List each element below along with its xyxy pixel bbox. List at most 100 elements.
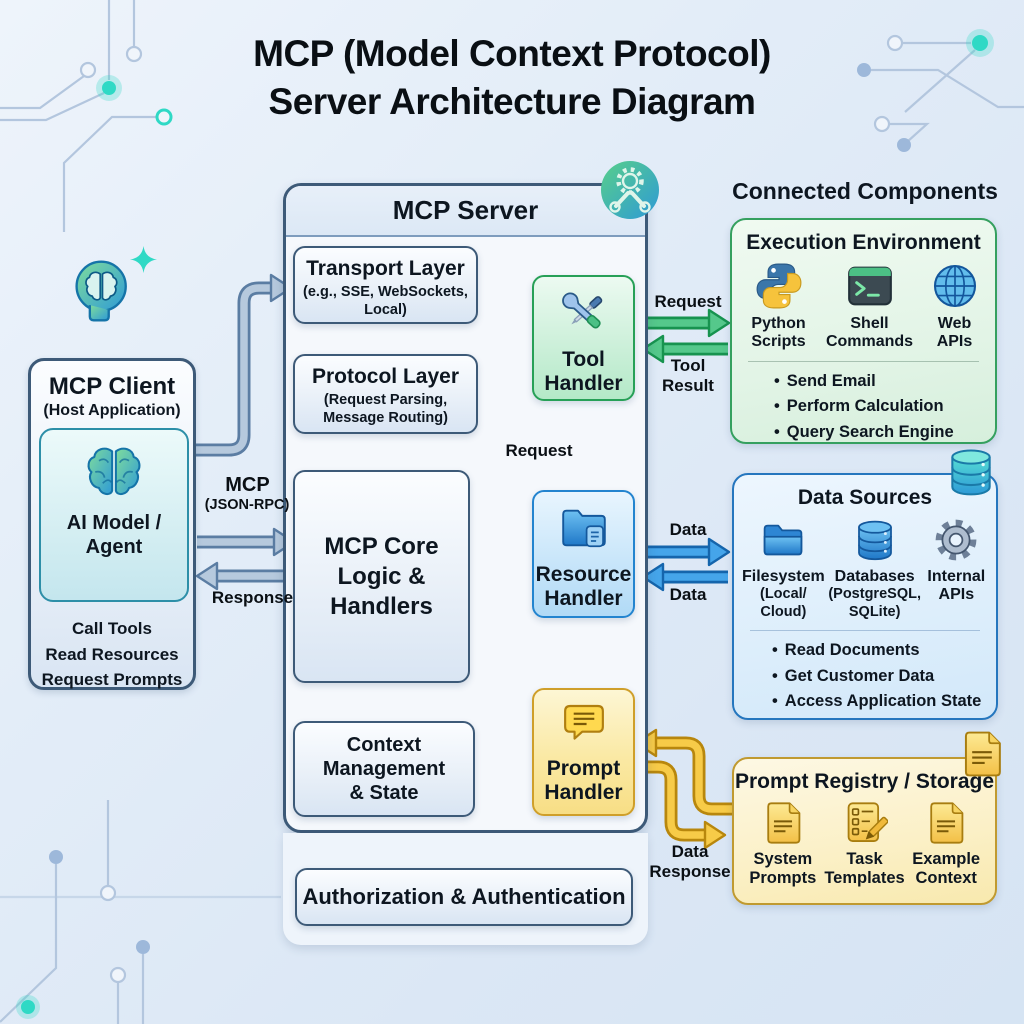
bullet-item: •Send Email <box>774 371 876 390</box>
arrow-tool-request <box>637 308 731 338</box>
arrow-client-to-transport <box>196 273 293 457</box>
datasource-item-filesystem: Filesystem (Local/ Cloud) <box>742 516 825 621</box>
data-in-label: Data <box>669 585 707 604</box>
tool-result-label: Tool Result <box>662 356 714 396</box>
jsonrpc-link-label: (JSON-RPC) <box>204 497 290 513</box>
python-icon <box>756 263 801 309</box>
bullet-item: •Query Search Engine <box>774 422 954 441</box>
gear-icon <box>931 516 981 564</box>
resource-handler-label: Resource Handler <box>535 563 632 611</box>
core-handler-request-label: Request <box>505 441 573 460</box>
arrow-response <box>195 561 293 591</box>
task-checklist-icon <box>847 802 888 843</box>
page-title-line1: MCP (Model Context Protocol) <box>253 33 771 74</box>
data-sources-bullets: •Read Documents •Get Customer Data •Acce… <box>772 638 996 715</box>
registry-item-example-context: Example Context <box>905 800 987 888</box>
transport-title: Transport Layer <box>306 257 465 280</box>
exec-item-shell: Shell Commands <box>825 261 915 352</box>
datasource-item-sub: (PostgreSQL, SQLite) <box>828 586 921 620</box>
bullet-item: •Get Customer Data <box>772 666 935 685</box>
data-sources-title: Data Sources <box>797 486 933 509</box>
registry-item-label: Task Templates <box>824 850 905 887</box>
document-icon <box>964 731 1001 777</box>
terminal-icon <box>847 266 892 306</box>
client-capabilities: Call Tools Read Resources Request Prompt… <box>30 616 194 693</box>
chat-bubble-icon <box>563 704 604 740</box>
prompt-handler-box: Prompt Handler <box>532 688 635 816</box>
server-title: MCP Server <box>286 186 645 237</box>
client-title: MCP Client <box>48 373 176 400</box>
datasource-item-label: Databases <box>834 568 915 585</box>
database-stack-icon <box>951 449 991 496</box>
data-response-label: Data Response <box>649 842 731 882</box>
datasource-item-label: Internal APIs <box>927 568 986 604</box>
bullet-item: •Perform Calculation <box>774 397 944 416</box>
document-icon <box>930 802 964 844</box>
bullet-item: •Access Application State <box>772 692 982 711</box>
auth-box: Authorization & Authentication <box>295 868 633 926</box>
core-title: MCP Core Logic & Handlers <box>324 532 439 620</box>
arrow-registry-to-prompt <box>634 728 732 816</box>
brain-icon <box>87 447 141 496</box>
client-subtitle: (Host Application) <box>43 402 181 420</box>
document-icon <box>767 802 801 844</box>
datasource-item-databases: Databases (PostgreSQL, SQLite) <box>825 516 925 621</box>
capability: Call Tools <box>72 619 152 638</box>
capability: Read Resources <box>45 644 179 664</box>
arrow-data-out <box>637 537 731 567</box>
execution-environment-box: Execution Environment Python Scripts She… <box>730 218 997 444</box>
registry-item-label: System Prompts <box>749 850 817 887</box>
prompt-registry-box: Prompt Registry / Storage System Prompts… <box>732 757 997 905</box>
folder-resource-icon <box>561 509 606 548</box>
transport-subtitle: (e.g., SSE, WebSockets, Local) <box>303 284 468 319</box>
data-out-label: Data <box>669 520 707 539</box>
database-icon <box>857 520 892 561</box>
tool-handler-label: Tool Handler <box>544 348 623 396</box>
data-sources-box: Data Sources Filesystem (Local/ Cloud) D… <box>732 473 998 720</box>
mcp-link-label: MCP <box>225 474 270 496</box>
tool-request-label: Request <box>654 292 722 311</box>
exec-item-label: Shell Commands <box>825 315 914 351</box>
context-title: Context Management & State <box>322 734 446 804</box>
protocol-title: Protocol Layer <box>311 365 460 388</box>
page-title: MCP (Model Context Protocol) Server Arch… <box>0 30 1024 126</box>
capability: Request Prompts <box>41 670 183 689</box>
resource-handler-box: Resource Handler <box>532 490 635 618</box>
sparkle-icon <box>130 246 157 273</box>
response-link-label: Response <box>211 588 294 607</box>
arrow-prompt-to-registry <box>635 760 727 850</box>
crossed-tools-icon <box>558 289 604 333</box>
execution-environment-title: Execution Environment <box>746 231 981 254</box>
folder-icon <box>764 524 803 556</box>
tool-handler-box: Tool Handler <box>532 275 635 401</box>
exec-item-label: Web APIs <box>936 315 973 351</box>
auth-title: Authorization & Authentication <box>302 884 626 909</box>
globe-icon <box>933 264 976 308</box>
exec-item-python: Python Scripts <box>748 261 810 352</box>
agent-label: AI Model / Agent <box>66 512 162 558</box>
ai-agent-card: AI Model / Agent <box>39 428 189 602</box>
execution-bullets: •Send Email •Perform Calculation •Query … <box>774 369 995 446</box>
exec-item-label: Python Scripts <box>751 315 806 351</box>
registry-item-task-templates: Task Templates <box>824 800 906 888</box>
head-brain-icon <box>75 260 128 322</box>
exec-item-webapis: Web APIs <box>930 261 980 352</box>
protocol-subtitle: (Request Parsing, Message Routing) <box>323 392 448 427</box>
tools-gear-badge-icon <box>600 160 660 220</box>
registry-item-label: Example Context <box>912 850 981 887</box>
datasource-item-internal-apis: Internal APIs <box>925 516 988 605</box>
divider <box>748 360 979 362</box>
registry-item-system-prompts: System Prompts <box>742 800 824 888</box>
core-logic-box: MCP Core Logic & Handlers <box>293 470 470 683</box>
divider <box>750 630 980 632</box>
protocol-layer-box: Protocol Layer (Request Parsing, Message… <box>293 354 478 434</box>
arrow-mcp-request <box>197 527 296 557</box>
prompt-handler-label: Prompt Handler <box>544 757 623 805</box>
bullet-item: •Read Documents <box>772 641 920 660</box>
datasource-item-label: Filesystem <box>742 568 825 585</box>
context-management-box: Context Management & State <box>293 721 475 817</box>
datasource-item-sub: (Local/ Cloud) <box>759 586 807 620</box>
prompt-registry-title: Prompt Registry / Storage <box>734 770 995 793</box>
page-title-line2: Server Architecture Diagram <box>268 81 756 123</box>
